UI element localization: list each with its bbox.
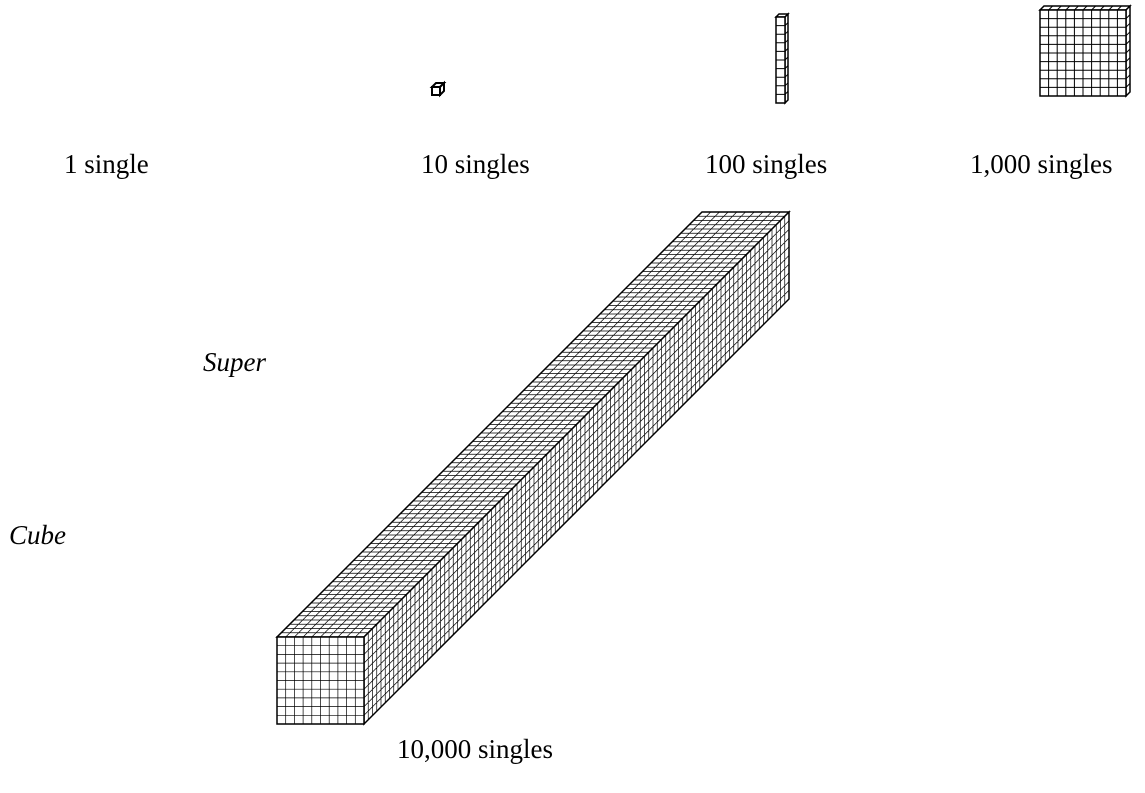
- label-super: Super: [203, 347, 266, 377]
- super-front-grid: [277, 637, 364, 724]
- unit-front-face: [431, 86, 441, 96]
- flat-top-grid: [1048, 5, 1122, 11]
- hundred-flat-block: [1038, 4, 1132, 98]
- ten-rod-block: [774, 12, 790, 105]
- single-unit-cube-block: [429, 80, 447, 98]
- label-100-singles: 100 singles: [705, 149, 828, 179]
- super-side-grid: [363, 216, 790, 720]
- label-cube: Cube: [9, 520, 66, 550]
- label-10-singles: 10 singles: [421, 149, 530, 179]
- flat-front-grid: [1040, 10, 1126, 96]
- label-1-single: 1 single: [64, 149, 149, 179]
- label-1000-singles: 1,000 singles: [970, 149, 1113, 179]
- rod-side-grid: [784, 22, 789, 95]
- label-10000-singles: 10,000 singles: [397, 734, 554, 764]
- super-top-grid: [281, 211, 785, 638]
- rod-front-grid: [776, 25, 785, 95]
- super-cube-block: [275, 210, 791, 726]
- flat-side-grid: [1125, 14, 1131, 88]
